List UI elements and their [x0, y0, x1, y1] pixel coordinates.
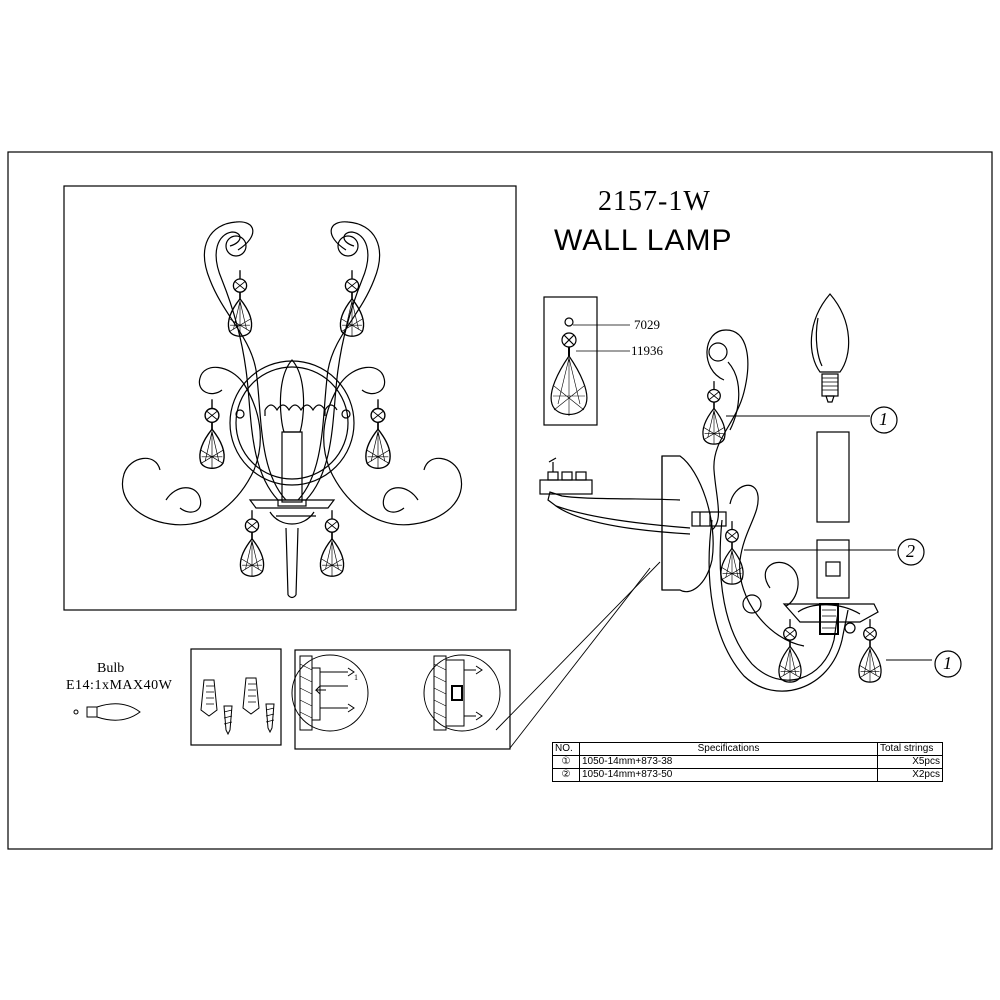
row-number: ② [552, 768, 580, 782]
candle-sleeve [816, 431, 850, 523]
table-row: ① 1050-14mm+873-38 X5pcs [552, 755, 943, 769]
specifications-table: NO. Specifications Total strings ① 1050-… [552, 742, 943, 782]
hardware-frame [190, 648, 282, 746]
product-title: WALL LAMP [554, 224, 733, 257]
callout-1-bottom: 1 [943, 653, 952, 673]
row-specification: 1050-14mm+873-50 [579, 768, 878, 782]
mounting-detail-frame [294, 649, 511, 750]
hardware-screws-anchors [200, 677, 275, 736]
table-header-row: NO. Specifications Total strings [552, 742, 943, 756]
row-number: ① [552, 755, 580, 769]
crystal-code-top: 7029 [634, 317, 660, 332]
mounting-detail-left: 1 [291, 654, 369, 732]
crystal-code-bottom: 11936 [631, 343, 664, 358]
bulb-spec-icon [73, 703, 141, 721]
drawing-border [7, 151, 993, 850]
crystal-detail [550, 317, 630, 416]
callout-1-top: 1 [879, 409, 888, 429]
header-no: NO. [552, 742, 580, 756]
header-total-strings: Total strings [877, 742, 943, 756]
bulb-spec: E14:1xMAX40W [66, 678, 173, 693]
header-specifications: Specifications [579, 742, 878, 756]
detail-leader-lines [495, 561, 661, 749]
model-number: 2157-1W [598, 186, 711, 217]
callout-2: 2 [906, 541, 915, 561]
crystal-detail-frame [543, 296, 598, 426]
bulb-label: Bulb [97, 661, 125, 676]
front-view-frame [63, 185, 517, 611]
front-view-lamp [121, 221, 463, 599]
row-quantity: X2pcs [877, 768, 943, 782]
table-row: ② 1050-14mm+873-50 X2pcs [552, 768, 943, 782]
callout-leaders [726, 415, 932, 661]
side-view-lamp [539, 329, 879, 692]
side-view-crystals [702, 380, 882, 683]
row-quantity: X5pcs [877, 755, 943, 769]
front-view-crystals [199, 269, 391, 578]
svg-text:1: 1 [354, 673, 358, 682]
mounting-detail-right [423, 654, 501, 732]
callout-circles [870, 406, 962, 678]
row-specification: 1050-14mm+873-38 [579, 755, 878, 769]
bulb-illustration [810, 293, 850, 403]
